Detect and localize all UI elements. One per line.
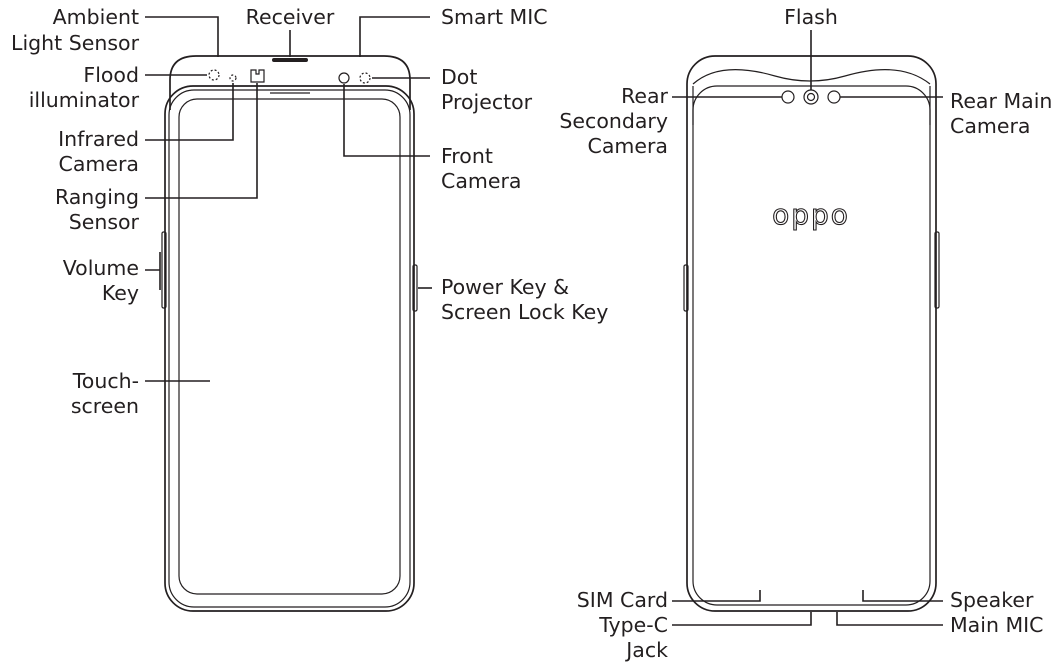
- speaker-leader: [862, 590, 943, 602]
- front-leader-lines: [145, 16, 432, 382]
- volume-key-label-2: Key: [102, 281, 139, 305]
- back-phone: oppo: [683, 55, 940, 612]
- type-c-label-1: Type-C: [598, 613, 668, 637]
- power-key-label-1: Power Key &: [441, 275, 569, 299]
- receiver-slot: [272, 58, 308, 62]
- rear-main-label-1: Rear Main: [950, 89, 1052, 113]
- front-phone-outer: [164, 85, 415, 612]
- infrared-camera-label-1: Infrared: [58, 127, 139, 151]
- ranging-sensor-leader: [145, 83, 258, 199]
- power-key-label-2: Screen Lock Key: [441, 300, 608, 324]
- flood-illuminator-label-1: Flood: [83, 63, 139, 87]
- back-slider-wave: [692, 69, 931, 85]
- flood-illuminator-icon: [208, 69, 220, 81]
- dot-projector-label-2: Projector: [441, 90, 533, 114]
- ranging-sensor-icon: [250, 69, 265, 83]
- receiver-label: Receiver: [246, 5, 335, 29]
- power-key-shape: [412, 264, 418, 312]
- volume-key-label-1: Volume: [63, 256, 139, 280]
- touchscreen-display: [178, 98, 401, 595]
- back-phone-outer: [686, 55, 937, 612]
- back-labels: Flash Rear Secondary Camera Rear Main Ca…: [559, 5, 1052, 662]
- front-camera-label-1: Front: [441, 144, 493, 168]
- back-power-key-shape: [683, 264, 689, 312]
- volume-key-leader: [145, 252, 161, 290]
- sim-card-label: SIM Card: [577, 588, 668, 612]
- front-camera-label-2: Camera: [441, 169, 521, 193]
- ranging-sensor-label-1: Ranging: [55, 185, 139, 209]
- oppo-logo: oppo: [772, 198, 850, 231]
- sim-card-leader: [672, 590, 761, 602]
- front-phone: [161, 55, 418, 612]
- main-mic-label: Main MIC: [950, 613, 1044, 637]
- front-phone-bezel: [168, 89, 411, 608]
- front-camera-icon: [338, 72, 350, 84]
- rear-secondary-camera-icon: [781, 90, 795, 104]
- back-volume-key-shape: [934, 231, 940, 309]
- rear-secondary-label-3: Camera: [588, 134, 668, 158]
- type-c-leader: [672, 612, 812, 626]
- type-c-label-2: Jack: [624, 638, 668, 662]
- back-phone-inner: [692, 85, 931, 606]
- front-slider-module: [169, 55, 411, 110]
- back-leader-lines: [672, 30, 943, 626]
- smart-mic-label: Smart MIC: [441, 5, 548, 29]
- front-camera-leader: [343, 84, 430, 157]
- ambient-light-label-1: Ambient: [53, 5, 139, 29]
- front-labels: Ambient Light Sensor Receiver Smart MIC …: [11, 5, 608, 418]
- smart-mic-leader: [359, 16, 430, 57]
- flash-icon-inner: [806, 92, 816, 102]
- flood-illuminator-label-2: illuminator: [29, 88, 140, 112]
- dot-projector-icon: [359, 72, 371, 84]
- flash-icon: [803, 89, 819, 105]
- speaker-label: Speaker: [950, 588, 1034, 612]
- infrared-camera-label-2: Camera: [59, 152, 139, 176]
- rear-main-label-2: Camera: [950, 114, 1030, 138]
- dot-projector-label-1: Dot: [441, 65, 477, 89]
- touchscreen-label-1: Touch-: [72, 369, 139, 393]
- touchscreen-label-2: screen: [71, 394, 139, 418]
- ambient-light-leader: [145, 16, 219, 57]
- rear-main-camera-icon: [827, 90, 841, 104]
- ranging-sensor-label-2: Sensor: [69, 210, 140, 234]
- infrared-camera-icon: [229, 74, 237, 82]
- rear-secondary-label-1: Rear: [621, 84, 668, 108]
- ambient-light-label-2: Light Sensor: [11, 31, 140, 55]
- rear-secondary-label-2: Secondary: [559, 109, 668, 133]
- volume-key-shape: [161, 231, 167, 309]
- infrared-camera-leader: [145, 83, 234, 141]
- flash-label: Flash: [784, 5, 838, 29]
- main-mic-leader: [836, 612, 943, 626]
